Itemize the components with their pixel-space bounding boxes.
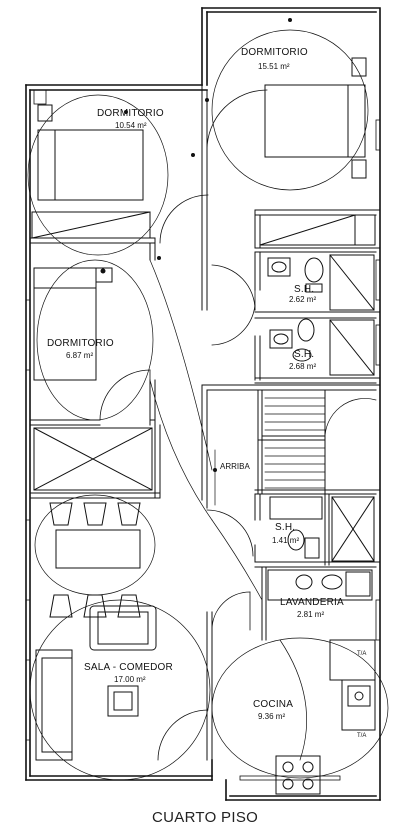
door-swing-bedroom1	[206, 89, 268, 151]
door-swing-bath2	[211, 304, 256, 346]
kitchen-counters	[275, 639, 376, 795]
door-swings	[99, 89, 268, 761]
room-name-dormitorio-3: DORMITORIO	[47, 338, 114, 349]
room-name-lavanderia: LAVANDERIA	[280, 597, 344, 608]
room-area-dormitorio-1: 15.51 m²	[258, 62, 290, 71]
room-area-sala-comedor: 17.00 m²	[114, 675, 146, 684]
room-area-dormitorio-3: 6.87 m²	[66, 351, 94, 360]
outer-walls	[25, 7, 381, 801]
shaft-void	[331, 496, 375, 562]
door-swing-bedroom3	[99, 369, 151, 421]
windows	[25, 89, 381, 781]
room-name-sh-2: S.H.	[294, 349, 315, 360]
laundry-fixtures	[267, 569, 373, 601]
room-name-sala-comedor: SALA - COMEDOR	[84, 662, 173, 673]
stair-label: ARRIBA	[220, 462, 250, 471]
room-area-lavanderia: 2.81 m²	[297, 610, 325, 619]
door-swing-entry	[157, 709, 209, 761]
sh3-fixtures	[269, 496, 323, 559]
room-name-dormitorio-2: DORMITORIO	[97, 108, 164, 119]
room-name-cocina: COCINA	[253, 699, 294, 710]
room-area-sh-2: 2.68 m²	[289, 362, 317, 371]
interior-walls	[29, 84, 381, 761]
plan-title: CUARTO PISO	[152, 809, 259, 826]
light-circuits	[27, 29, 389, 781]
door-swing-bedroom2	[159, 194, 209, 244]
room-name-sh-3: S.H.	[275, 522, 296, 533]
dining-set	[49, 502, 141, 618]
room-area-cocina: 9.36 m²	[258, 712, 286, 721]
armchair	[89, 605, 157, 651]
door-swing-bath1	[211, 264, 256, 311]
room-area-sh-1: 2.62 m²	[289, 295, 317, 304]
door-swing-kitchen	[211, 591, 251, 631]
room-area-sh-3: 1.41 m²	[272, 536, 300, 545]
bath1-fixtures	[267, 254, 375, 311]
side-table	[107, 685, 139, 717]
tag-ta-2: T/A	[357, 733, 367, 739]
room-name-sh-1: S.H.	[294, 284, 315, 295]
sofa	[35, 649, 73, 761]
closet-bedroom1	[259, 214, 376, 246]
tag-ta-1: T/A	[357, 651, 367, 657]
bath2-fixtures	[269, 318, 375, 376]
door-swing-sh3	[206, 509, 254, 557]
bed-bedroom1	[264, 57, 367, 179]
bed-bedroom2	[37, 104, 144, 201]
stairs	[214, 397, 377, 506]
closet-bedroom2	[31, 211, 151, 239]
electrical-symbols	[100, 18, 292, 472]
terrace-void	[33, 427, 153, 491]
room-name-dormitorio-1: DORMITORIO	[241, 47, 308, 58]
room-area-dormitorio-2: 10.54 m²	[115, 121, 147, 130]
bed-bedroom3	[33, 267, 113, 381]
